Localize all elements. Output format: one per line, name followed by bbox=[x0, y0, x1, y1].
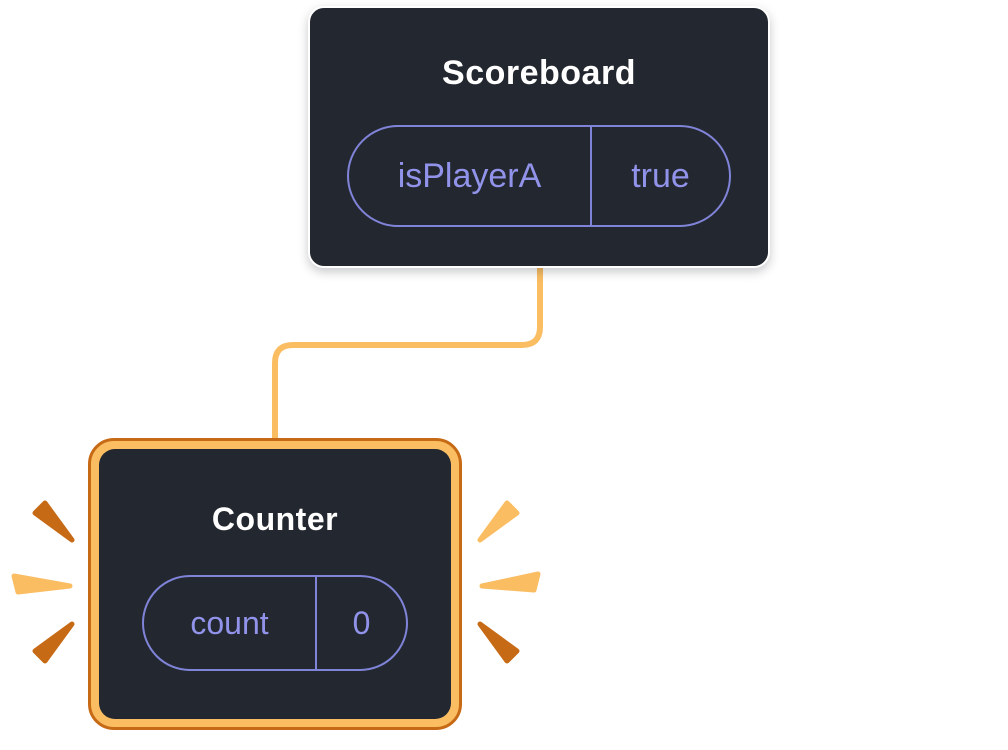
spark-icon bbox=[32, 500, 75, 543]
state-key: count bbox=[144, 577, 317, 669]
spark-icon bbox=[477, 500, 520, 543]
counter-title: Counter bbox=[211, 501, 339, 537]
spark-icon bbox=[479, 571, 541, 593]
spark-icon bbox=[32, 621, 75, 664]
spark-icon bbox=[477, 621, 520, 664]
state-key: isPlayerA bbox=[349, 127, 592, 225]
scoreboard-state-pill: isPlayerA true bbox=[347, 125, 731, 227]
counter-highlight-border: Counter count 0 bbox=[88, 438, 462, 730]
counter-card: Counter count 0 bbox=[99, 449, 451, 719]
scoreboard-card: Scoreboard isPlayerA true bbox=[308, 6, 770, 268]
state-value: 0 bbox=[352, 604, 371, 641]
scoreboard-title: Scoreboard bbox=[442, 54, 636, 92]
state-value: true bbox=[631, 156, 690, 195]
counter-state-pill: count 0 bbox=[142, 575, 408, 671]
connector-line bbox=[272, 263, 543, 449]
spark-icon bbox=[11, 573, 73, 595]
